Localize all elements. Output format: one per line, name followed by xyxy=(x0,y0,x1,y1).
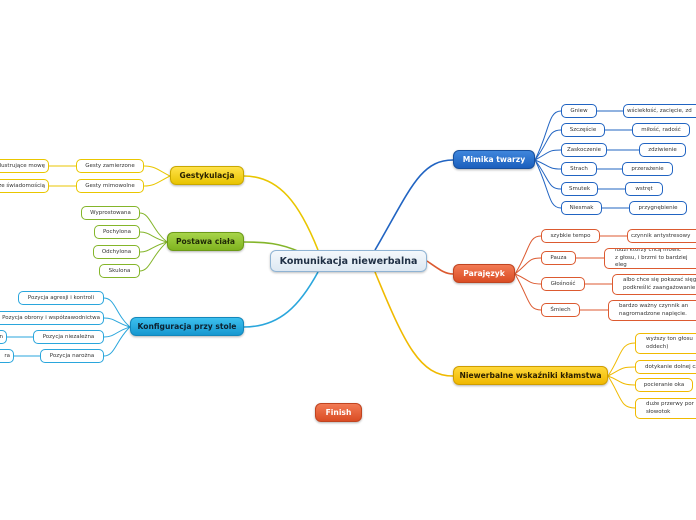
klamstwo-ton-glosu[interactable]: wyższy ton głosu oddech) xyxy=(635,333,696,354)
link-root-gestykulacja xyxy=(243,175,319,251)
link-para-2 xyxy=(514,257,542,275)
postawa-pochylona[interactable]: Pochylona xyxy=(94,225,140,239)
mimika-smutek-detail[interactable]: wstręt xyxy=(625,182,663,196)
link-root-mimika xyxy=(374,159,454,251)
mimika-szczescie[interactable]: Szczęście xyxy=(561,123,605,137)
branch-mimika-twarzy[interactable]: Mimika twarzy xyxy=(453,150,535,169)
link-konf-4 xyxy=(103,326,131,357)
mimika-strach[interactable]: Strach xyxy=(561,162,597,176)
para-pauza-detail[interactable]: ludzi którzy chcą mówić z głosu, i brzmi… xyxy=(604,248,696,269)
pozycja-narozna-detail[interactable]: ra xyxy=(0,349,14,363)
klamstwo-przerwy[interactable]: duże przerwy por słowotok xyxy=(635,398,696,419)
gesty-mimowolne[interactable]: Gesty mimowolne xyxy=(76,179,144,193)
pozycja-obrony[interactable]: Pozycja obrony i współzawodnictwa xyxy=(0,311,104,325)
para-smiech[interactable]: Śmiech xyxy=(541,303,580,317)
branch-wskazniki-klamstwa[interactable]: Niewerbalne wskaźniki kłamstwa xyxy=(453,366,608,385)
root-topic[interactable]: Komunikacja niewerbalna xyxy=(270,250,427,272)
pozycja-narozna[interactable]: Pozycja narożna xyxy=(40,349,104,363)
link-para-1 xyxy=(514,235,542,275)
postawa-skulona[interactable]: Skulona xyxy=(99,264,140,278)
link-klam-4 xyxy=(607,375,636,409)
link-postawa-2 xyxy=(139,231,168,243)
para-smiech-detail[interactable]: bardzo ważny czynnik an nagromadzone nap… xyxy=(608,300,696,321)
branch-gestykulacja[interactable]: Gestykulacja xyxy=(170,166,244,185)
link-postawa-3 xyxy=(139,241,168,253)
link-klam-1 xyxy=(607,342,636,377)
mimika-strach-detail[interactable]: przerażenie xyxy=(622,162,673,176)
link-klam-3 xyxy=(607,375,636,386)
branch-konfiguracja[interactable]: Konfiguracja przy stole xyxy=(130,317,244,336)
gesty-zamierzone-detail[interactable]: ilustrujące mowę xyxy=(0,159,49,173)
mimika-gniew[interactable]: Gniew xyxy=(561,104,597,118)
link-konf-1 xyxy=(103,297,131,328)
mimika-smutek[interactable]: Smutek xyxy=(561,182,598,196)
mimika-niesmak-detail[interactable]: przygnębienie xyxy=(629,201,687,215)
mimika-szczescie-detail[interactable]: miłość, radość xyxy=(632,123,690,137)
link-mimika-6 xyxy=(534,159,562,209)
para-szybkie-tempo-detail[interactable]: czynnik antystresowy xyxy=(627,229,696,243)
gesty-mimowolne-detail[interactable]: ze świadomością xyxy=(0,179,49,193)
link-mimika-3 xyxy=(534,149,562,161)
link-root-klamstwo xyxy=(374,271,454,377)
mimika-zaskoczenie-detail[interactable]: zdziwienie xyxy=(639,143,686,157)
link-mimika-4 xyxy=(534,159,562,170)
link-gesty-zamierzone xyxy=(143,165,171,177)
link-mimika-5 xyxy=(534,159,562,190)
klamstwo-dotykanie[interactable]: dotykanie dolnej cz xyxy=(635,360,696,374)
para-szybkie-tempo[interactable]: szybkie tempo xyxy=(541,229,600,243)
link-para-3 xyxy=(514,273,542,285)
link-para-4 xyxy=(514,273,542,311)
link-root-konfiguracja xyxy=(243,271,319,328)
postawa-wyprostowana[interactable]: Wyprostowana xyxy=(81,206,140,220)
link-mimika-2 xyxy=(534,129,562,161)
link-klam-2 xyxy=(607,366,636,377)
link-root-parajezyk xyxy=(426,260,454,275)
finish-node[interactable]: Finish xyxy=(315,403,362,422)
mimika-gniew-detail[interactable]: wściekłość, zacięcie, zd xyxy=(623,104,696,118)
link-postawa-1 xyxy=(139,212,168,243)
pozycja-niezalezna[interactable]: Pozycja niezależna xyxy=(33,330,104,344)
branch-postawa-ciala[interactable]: Postawa ciała xyxy=(167,232,244,251)
para-glosnosc[interactable]: Głośność xyxy=(541,277,585,291)
link-root-postawa xyxy=(243,241,301,253)
gesty-zamierzone[interactable]: Gesty zamierzone xyxy=(76,159,144,173)
link-mimika-1 xyxy=(534,110,562,161)
pozycja-niezalezna-detail[interactable]: n xyxy=(0,330,7,344)
mimika-niesmak[interactable]: Niesmak xyxy=(561,201,602,215)
link-postawa-4 xyxy=(139,241,168,272)
postawa-odchylona[interactable]: Odchylona xyxy=(93,245,140,259)
link-gesty-mimowolne xyxy=(143,175,171,187)
klamstwo-pocieranie-oka[interactable]: pocieranie oka xyxy=(635,378,693,392)
link-konf-3 xyxy=(103,326,131,338)
mimika-zaskoczenie[interactable]: Zaskoczenie xyxy=(561,143,607,157)
link-konf-2 xyxy=(103,317,131,328)
branch-parajezyk[interactable]: Parajęzyk xyxy=(453,264,515,283)
para-glosnosc-detail[interactable]: albo chce się pokazać sięg podkreślić za… xyxy=(612,274,696,295)
para-pauza[interactable]: Pauza xyxy=(541,251,576,265)
pozycja-agresji[interactable]: Pozycja agresji i kontroli xyxy=(18,291,104,305)
